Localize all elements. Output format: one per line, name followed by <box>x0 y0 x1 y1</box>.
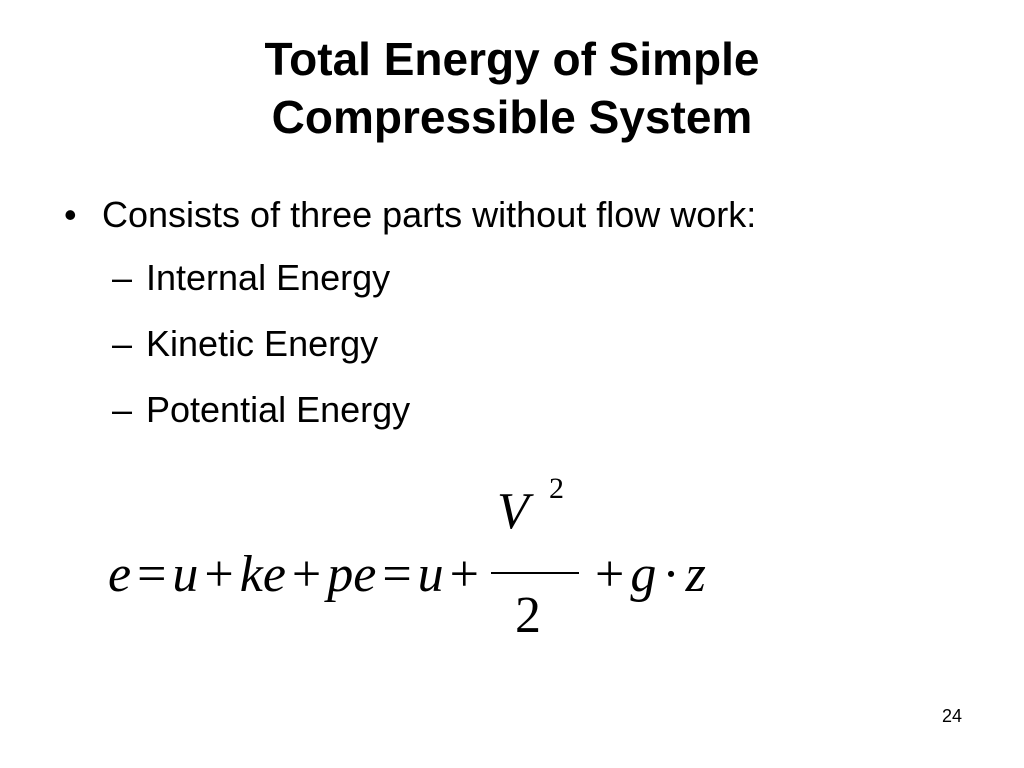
sub-bullet-text: Kinetic Energy <box>146 323 379 364</box>
sub-bullet-text: Internal Energy <box>146 257 391 298</box>
sub-bullet-list: – Internal Energy – Kinetic Energy – Pot… <box>64 245 964 443</box>
dash-icon: – <box>112 389 133 430</box>
sub-bullet-kinetic-energy: – Kinetic Energy <box>64 311 964 377</box>
slide-title-line-2: Compressible System <box>271 91 753 143</box>
eq-term-u: u <box>172 545 199 603</box>
energy-equation: e = u + ke + pe = u + V 2 2 + g · z <box>108 472 928 656</box>
eq-term-g: g <box>630 545 657 603</box>
eq-fraction-exponent: 2 <box>549 472 564 505</box>
slide-title: Total Energy of Simple Compressible Syst… <box>0 30 1024 146</box>
bullet-dot-icon: • <box>64 194 77 235</box>
dash-icon: – <box>112 257 133 298</box>
equation-row: e = u + ke + pe = u + V 2 2 + g · z <box>108 472 706 644</box>
sub-bullet-internal-energy: – Internal Energy <box>64 245 964 311</box>
sub-bullet-potential-energy: – Potential Energy <box>64 377 964 443</box>
eq-term-pe: pe <box>327 545 377 603</box>
eq-fraction-denominator: 2 <box>515 587 541 644</box>
eq-dot: · <box>662 545 680 603</box>
eq-term-e: e <box>108 545 132 603</box>
dash-icon: – <box>112 323 133 364</box>
sub-bullet-text: Potential Energy <box>146 389 411 430</box>
eq-term-ke: ke <box>239 545 286 603</box>
bullet-list: • Consists of three parts without flow w… <box>64 188 964 443</box>
eq-term-z: z <box>685 545 706 603</box>
eq-plus: + <box>204 545 234 603</box>
eq-plus: + <box>449 545 479 603</box>
eq-fraction: V 2 2 <box>491 472 583 644</box>
eq-equals: = <box>382 545 412 603</box>
eq-equals: = <box>137 545 167 603</box>
slide-title-line-1: Total Energy of Simple <box>264 33 760 85</box>
eq-fraction-numerator: V <box>497 483 529 540</box>
eq-plus: + <box>595 545 625 603</box>
eq-fraction-bar <box>491 572 579 574</box>
eq-term-u: u <box>417 545 444 603</box>
bullet-text: Consists of three parts without flow wor… <box>102 194 757 235</box>
bullet-item-main: • Consists of three parts without flow w… <box>64 188 964 242</box>
page-number: 24 <box>941 706 962 726</box>
eq-plus: + <box>291 545 322 603</box>
